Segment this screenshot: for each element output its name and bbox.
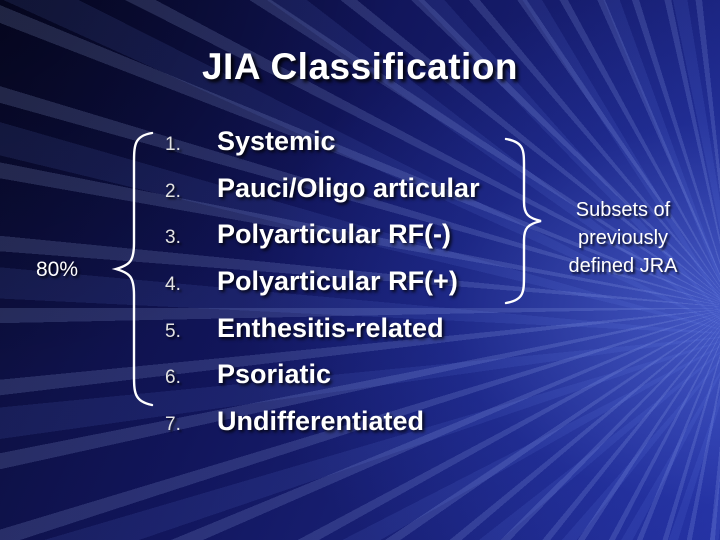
list-item-label: Polyarticular RF(-)	[217, 219, 452, 250]
list-item: 4. Polyarticular RF(+)	[165, 266, 480, 313]
list-item: 2. Pauci/Oligo articular	[165, 173, 480, 220]
right-brace	[504, 137, 542, 305]
list-item: 5. Enthesitis-related	[165, 313, 480, 360]
list-item: 6. Psoriatic	[165, 359, 480, 406]
list-item-label: Polyarticular RF(+)	[217, 266, 458, 297]
list-item-label: Psoriatic	[217, 359, 332, 390]
list-item-number: 5.	[165, 320, 181, 342]
list-item: 1. Systemic	[165, 126, 480, 173]
list-item: 3. Polyarticular RF(-)	[165, 219, 480, 266]
classification-list: 1. Systemic 2. Pauci/Oligo articular 3. …	[165, 126, 480, 453]
left-brace	[111, 131, 154, 407]
left-annotation-80-percent: 80%	[36, 258, 79, 281]
right-annotation-subsets-note: Subsets of previously defined JRA	[568, 199, 678, 277]
list-item-label: Undifferentiated	[217, 406, 425, 437]
list-item-number: 1.	[165, 134, 181, 155]
list-item-label: Pauci/Oligo articular	[217, 172, 480, 203]
page-title: JIA Classification	[201, 46, 519, 87]
list-item: 7. Undifferentiated	[165, 406, 480, 453]
list-item-number: 3.	[165, 227, 181, 249]
list-item-number: 4.	[165, 274, 181, 296]
list-item-label: Systemic	[217, 126, 336, 156]
list-item-label: Enthesitis-related	[217, 312, 444, 343]
list-item-number: 2.	[165, 180, 181, 202]
list-item-number: 7.	[165, 414, 181, 436]
list-item-number: 6.	[165, 367, 181, 389]
